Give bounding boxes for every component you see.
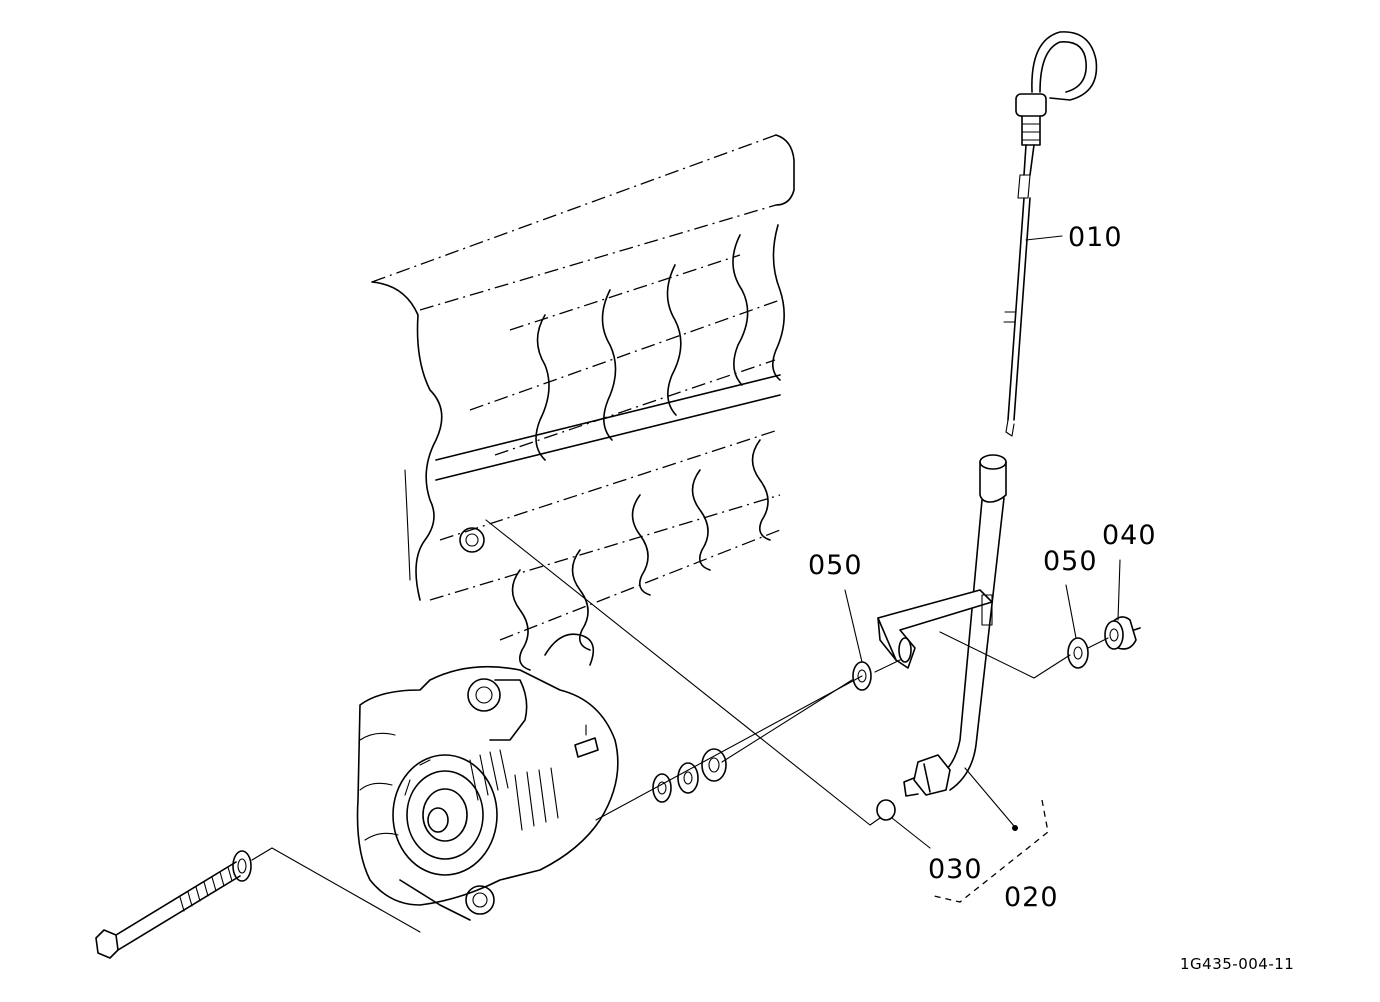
- alternator-washers: [652, 748, 727, 803]
- long-bolt: [95, 850, 252, 959]
- drawing-code: 1G435-004-11: [1180, 955, 1294, 973]
- label-010: 010: [1068, 222, 1123, 253]
- washer-right: [1067, 637, 1089, 669]
- label-040: 040: [1102, 520, 1157, 551]
- label-050-right: 050: [1043, 546, 1098, 577]
- label-050-left: 050: [808, 550, 863, 581]
- dipstick: [1003, 31, 1098, 437]
- engine-block: [371, 134, 795, 671]
- label-030: 030: [928, 854, 983, 885]
- nut: [1104, 616, 1141, 650]
- alternator: [356, 665, 619, 921]
- dipstick-guide-tube: [877, 454, 1007, 797]
- label-020: 020: [1004, 882, 1059, 913]
- assembly-lines: [251, 235, 1121, 933]
- o-ring: [876, 799, 896, 821]
